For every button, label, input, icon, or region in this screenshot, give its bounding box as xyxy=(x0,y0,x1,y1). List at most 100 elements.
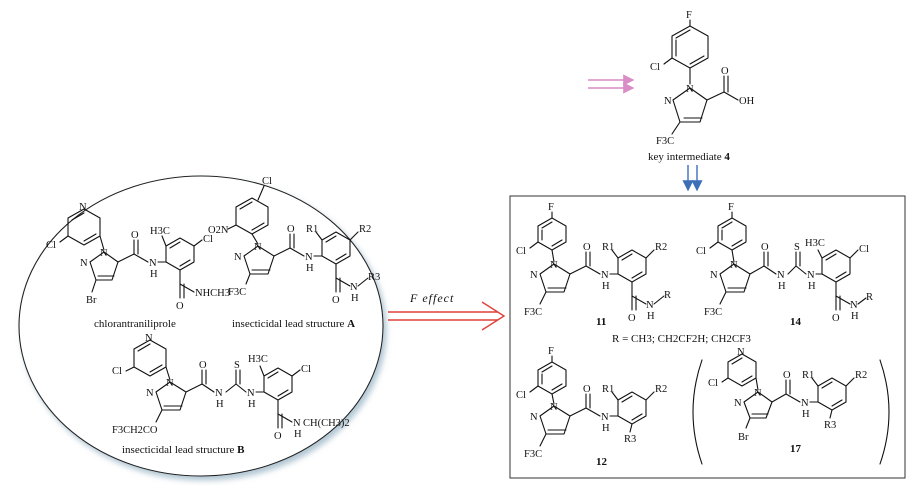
c17-n2: N xyxy=(734,398,742,409)
c17-n-py: N xyxy=(737,347,745,358)
chlor-nh: N xyxy=(149,258,157,269)
c17-cl: Cl xyxy=(708,378,718,389)
c12-nh: N xyxy=(601,412,609,423)
chlor-ch3: H3C xyxy=(150,226,170,237)
c17-r2: R2 xyxy=(855,370,867,381)
lead-a-cl: Cl xyxy=(262,176,272,187)
c12-cl: Cl xyxy=(516,390,526,401)
c14-n1: N xyxy=(730,260,738,271)
c14-cf3: F3C xyxy=(704,307,722,318)
chlor-o1: O xyxy=(131,230,139,241)
lead-a-r3: R3 xyxy=(368,272,380,283)
f-effect-label: F effect xyxy=(409,291,454,305)
atom-cf3: F3C xyxy=(656,136,674,147)
c17-bonds xyxy=(721,353,855,429)
atom-n2: N xyxy=(664,96,672,107)
c17-br: Br xyxy=(738,432,749,443)
c17-number: 17 xyxy=(790,443,802,455)
lead-b-bonds xyxy=(125,339,301,429)
chlor-h: H xyxy=(150,269,158,280)
c11-cl: Cl xyxy=(516,246,526,257)
c17-n1: N xyxy=(754,388,762,399)
c11-o1: O xyxy=(583,242,591,253)
lead-b-n1: N xyxy=(166,378,174,389)
lead-a-caption: insecticidal lead structure A xyxy=(232,318,355,330)
c11-r2: R2 xyxy=(655,242,667,253)
lead-b-h1: H xyxy=(216,399,224,410)
c14-f: F xyxy=(728,202,734,213)
lead-b-ocf3: F3CH2CO xyxy=(112,425,158,436)
c14-h2: H xyxy=(808,281,816,292)
c12-h: H xyxy=(602,423,610,434)
lead-b-n-py: N xyxy=(145,333,153,344)
c12-r1: R1 xyxy=(602,384,614,395)
chlor-caption: chlorantraniliprole xyxy=(94,318,176,330)
lead-a-r2: R2 xyxy=(359,224,371,235)
lead-a-n1: N xyxy=(254,242,262,253)
lead-a-r1: R1 xyxy=(306,224,318,235)
lead-b-cl: Cl xyxy=(301,364,311,375)
chlorantraniliprole: N Cl N N Br O N H H3C Cl O NHCH3 chloran… xyxy=(46,202,230,330)
chlor-n2: N xyxy=(80,258,88,269)
atom-o: O xyxy=(721,66,729,77)
c14-nh2: N xyxy=(807,270,815,281)
lead-structure-a: Cl O2N N N F3C O N H R1 R2 O N H R3 inse… xyxy=(208,176,380,330)
intermediate-caption: key intermediate 4 xyxy=(648,151,730,163)
lead-b-o2: O xyxy=(274,431,282,442)
blue-arrows xyxy=(682,165,703,192)
chlor-n1: N xyxy=(100,248,108,259)
chlor-bonds xyxy=(59,208,203,299)
atom-f: F xyxy=(686,10,692,21)
c12-r2: R2 xyxy=(655,384,667,395)
lead-a-bonds xyxy=(227,185,369,293)
c11-r: R xyxy=(664,290,671,301)
compound-12: F Cl N N F3C O N H R1 R2 R3 12 xyxy=(516,346,667,468)
c11-n1: N xyxy=(550,260,558,271)
c12-number: 12 xyxy=(596,456,608,468)
c11-h3: H xyxy=(647,311,655,322)
c17-r1: R1 xyxy=(802,370,814,381)
c14-n3: N xyxy=(850,300,858,311)
c17-r3: R3 xyxy=(824,420,836,431)
compound-11: F Cl N N F3C O N H R1 R2 O N H R 11 xyxy=(516,202,671,328)
c14-s: S xyxy=(794,242,800,253)
products-box xyxy=(509,195,906,479)
atom-n1: N xyxy=(686,84,694,95)
lead-b-nh2: N xyxy=(247,388,255,399)
lead-a-n2: N xyxy=(234,252,242,263)
lead-b-h2: H xyxy=(248,399,256,410)
lead-b-n2: N xyxy=(146,388,154,399)
c11-n2: N xyxy=(530,270,538,281)
lead-a-n3: N xyxy=(350,282,358,293)
c12-f: F xyxy=(548,346,554,357)
c12-bonds xyxy=(529,355,655,447)
c14-cl2: Cl xyxy=(859,244,869,255)
atom-oh: OH xyxy=(739,96,755,107)
c14-h1: H xyxy=(778,281,786,292)
compound-17: N Cl N N Br O N H R1 R2 R3 17 xyxy=(692,347,890,465)
c11-r1: R1 xyxy=(602,242,614,253)
c14-nh1: N xyxy=(777,270,785,281)
lead-a-nh: N xyxy=(305,252,313,263)
c12-o1: O xyxy=(583,384,591,395)
lead-b-s: S xyxy=(234,360,240,371)
c17-h: H xyxy=(802,409,810,420)
c14-cl: Cl xyxy=(696,246,706,257)
chlor-n-py: N xyxy=(79,202,87,213)
lead-b-isopropyl: CH(CH3)2 xyxy=(303,418,350,429)
c11-bonds xyxy=(529,211,665,311)
c12-n1: N xyxy=(550,402,558,413)
lead-a-cf3: F3C xyxy=(228,287,246,298)
key-intermediate-4: F Cl N N O OH F3C key intermediate 4 xyxy=(648,10,755,163)
compound-14: F Cl N N F3C O N H S N H H3C Cl O N H R … xyxy=(696,202,873,328)
c14-ch3: H3C xyxy=(805,238,825,249)
lead-b-cl-py: Cl xyxy=(112,366,122,377)
lead-b-h3: H xyxy=(294,429,302,440)
chlor-o2: O xyxy=(176,301,184,312)
c12-n2: N xyxy=(530,412,538,423)
c14-h3: H xyxy=(851,311,859,322)
lead-structures-circle xyxy=(18,175,384,477)
chlor-cl: Cl xyxy=(203,234,213,245)
c14-r: R xyxy=(866,292,873,303)
